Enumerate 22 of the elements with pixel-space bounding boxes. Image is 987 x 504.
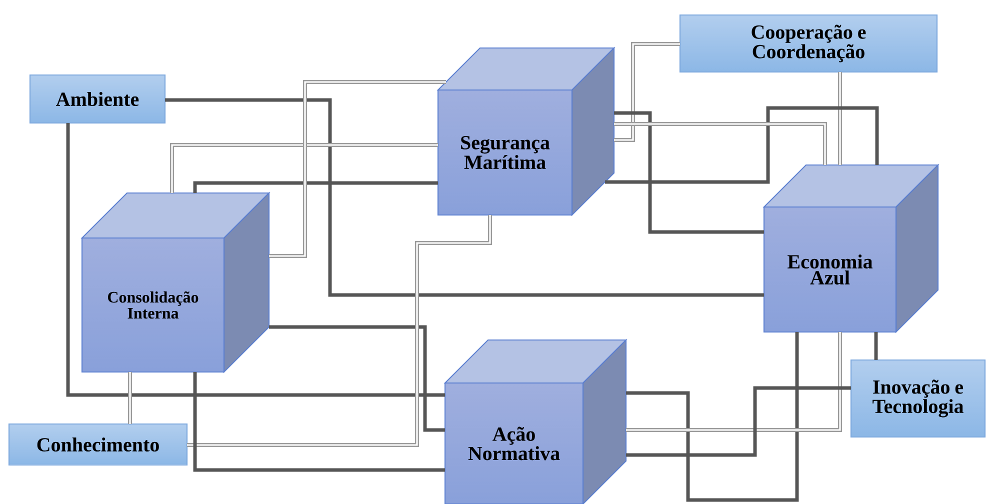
connector-line [626, 332, 842, 432]
label-box: Conhecimento [8, 423, 188, 466]
connector-line [605, 106, 879, 184]
connector-line [614, 122, 827, 165]
connector-line [193, 372, 445, 472]
connector-line [614, 111, 764, 234]
connector-line [66, 123, 445, 397]
connector-line [838, 72, 842, 165]
label-box: Ambiente [29, 74, 166, 124]
connector-line [170, 143, 438, 193]
connector-line [193, 181, 438, 193]
connector-line [874, 332, 878, 360]
connector-line [614, 42, 680, 142]
label-box: Inovação e Tecnologia [850, 359, 986, 438]
connector-line [269, 80, 446, 258]
connector-line [187, 215, 492, 447]
label-box: Cooperação e Coordenação [679, 14, 938, 73]
connector-line [626, 386, 852, 457]
connector-line [269, 325, 445, 432]
connector-line [626, 332, 799, 502]
connector-line [128, 372, 132, 424]
connector-line [165, 98, 764, 297]
